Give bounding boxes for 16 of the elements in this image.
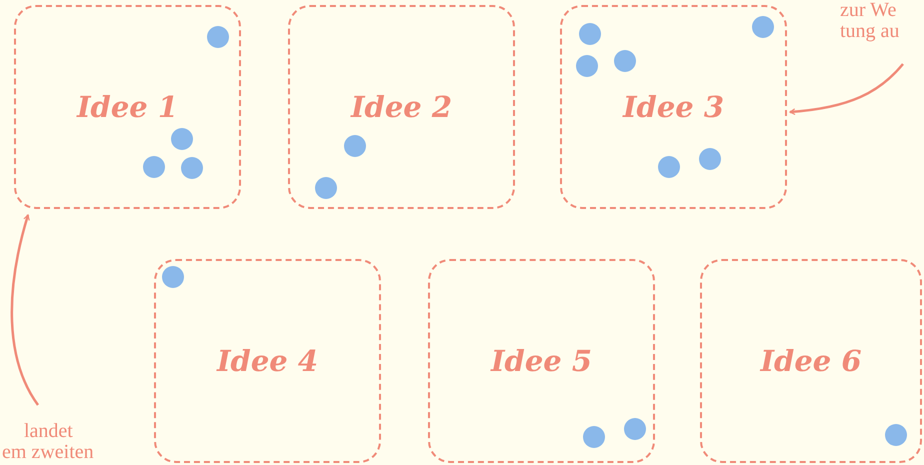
idea-box: [428, 259, 655, 463]
idea-title: Idee 6: [760, 344, 862, 378]
idea-title: Idee 4: [216, 344, 318, 378]
idea-title: Idee 3: [622, 90, 724, 124]
idea-title: Idee 1: [76, 90, 178, 124]
curved-arrow: [789, 63, 904, 115]
idea-box: [560, 5, 787, 209]
note-text: landet em zweiten: [2, 421, 96, 463]
idea-box: [154, 259, 381, 463]
idea-title: Idee 2: [350, 90, 452, 124]
idea-box: [700, 259, 922, 463]
idea-box: [288, 5, 515, 209]
idea-box: [14, 5, 241, 209]
idea-title: Idee 5: [490, 344, 592, 378]
note-text: zur We tung au: [840, 0, 918, 42]
curved-arrow: [10, 214, 40, 406]
